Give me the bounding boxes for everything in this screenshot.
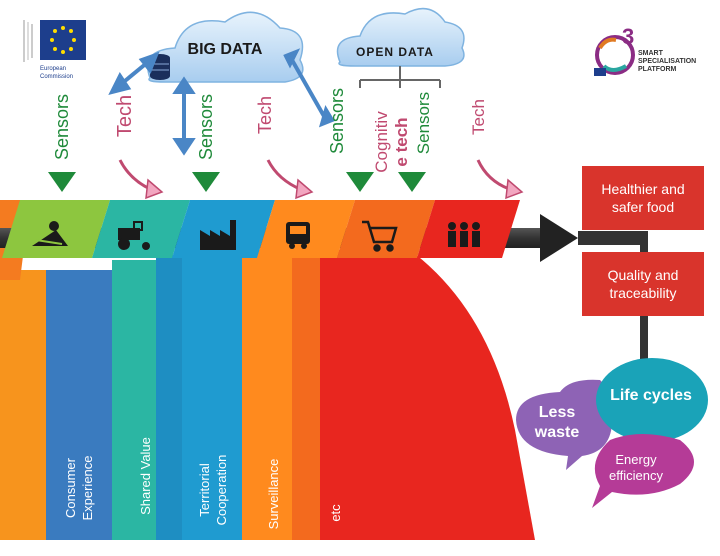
healthier-banner: [582, 166, 704, 230]
chain-arrowhead: [540, 214, 578, 262]
people-icon: [448, 222, 480, 247]
less-waste-text: Less waste: [534, 404, 580, 441]
factory-icon: [200, 220, 236, 250]
label-tech-1: Tech: [114, 94, 136, 138]
value-chain-diagram: European Commission BIG DATA OPEN DATA 3…: [0, 7, 708, 540]
stream-shared-band: [112, 260, 156, 540]
eu-logo-line2: Commission: [40, 74, 74, 80]
stream-surveillance-band: [242, 250, 292, 540]
s3-line3: PLATFORM: [638, 66, 677, 73]
label-tech-2: Tech: [255, 95, 275, 135]
farm-icon: [32, 221, 68, 246]
eu-logo-text: European Commission: [40, 62, 100, 84]
label-tech-3: Tech: [469, 99, 488, 135]
tractor-icon: [118, 221, 150, 250]
label-sensors-4: Sensors: [414, 91, 433, 155]
s3-line1: SMART: [638, 50, 663, 57]
curved-arrows: [118, 159, 513, 192]
eu-logo-line1: European: [40, 66, 67, 72]
label-sensors-2: Sensors: [196, 93, 216, 161]
green-down-arrows: [48, 172, 426, 192]
quality-banner: [582, 252, 704, 316]
eu-flag-icon: [23, 20, 86, 62]
big-data-label: BIG DATA: [187, 41, 263, 58]
quality-text: Quality and traceability: [607, 267, 679, 301]
stream-shared-label: Shared Value: [138, 437, 153, 515]
stream-red-band: [320, 250, 535, 540]
consumer-line1: Consumer: [63, 458, 78, 518]
life-cycles-bubble: [596, 358, 708, 442]
consumer-line2: Experience: [80, 455, 95, 521]
territorial-line1: Territorial: [197, 463, 212, 517]
energy-text: Energy efficiency: [609, 452, 663, 483]
label-cognitive-tech: Cognitiv e tech: [370, 88, 414, 196]
healthier-text: Healthier and safer food: [601, 181, 685, 215]
stream-etc-label: etc: [328, 504, 343, 522]
open-data-cloud: [336, 7, 465, 88]
s3-line2: SPECIALISATION: [638, 58, 697, 65]
stream-consumer-label: Consumer Experience: [59, 428, 99, 548]
tile-people: [417, 200, 520, 258]
life-cycles-text: Life cycles: [610, 387, 692, 404]
stream-surveillance-label: Surveillance: [266, 458, 281, 530]
territorial-line2: Cooperation: [214, 454, 229, 526]
shopping-cart-icon: [362, 220, 398, 252]
less-waste-bubble: [516, 379, 613, 470]
cognitive-line1: Cognitiv: [372, 111, 391, 173]
s3-logo-number: 3: [622, 24, 635, 49]
stream-dark-band: [156, 255, 182, 540]
s3-platform-logo-icon: [594, 35, 635, 76]
stream-territorial-label: Territorial Cooperation: [193, 424, 233, 556]
stream-consumer-band: [46, 270, 112, 540]
tile-factory: [172, 200, 275, 258]
s3-logo-text: SMART SPECIALISATION PLATFORM: [638, 50, 696, 74]
cognitive-line2: e tech: [392, 117, 411, 167]
stream-territorial-band: [182, 250, 242, 540]
truck-icon: [286, 222, 310, 249]
data-exchange-arrows: [108, 48, 335, 156]
label-sensors-1: Sensors: [52, 93, 72, 161]
chain-graphic: [0, 7, 708, 540]
energy-bubble: [592, 434, 694, 508]
open-data-label: OPEN DATA: [356, 45, 434, 59]
label-sensors-3: Sensors: [327, 87, 347, 155]
